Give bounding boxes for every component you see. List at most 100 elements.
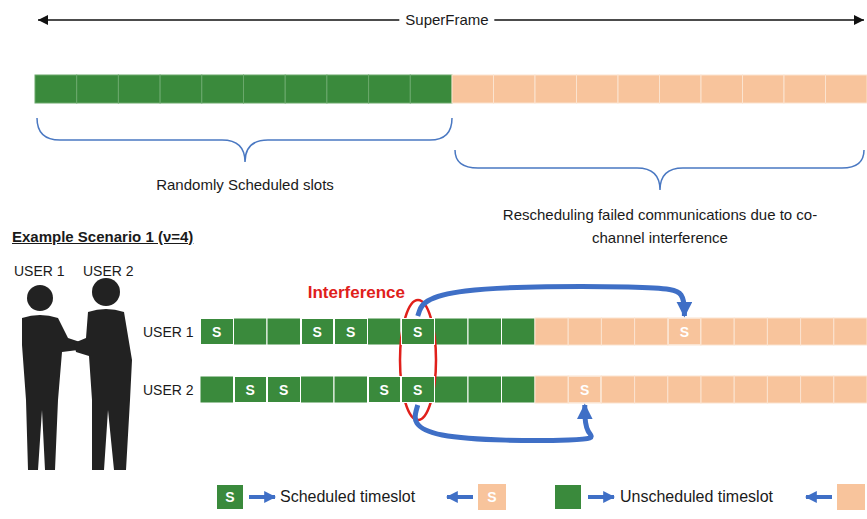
timeslot-cell — [834, 376, 867, 403]
scheduled-slot: S — [267, 376, 301, 403]
timeslot-cell — [234, 318, 268, 345]
timeslot-cell — [334, 318, 368, 345]
person-body — [22, 315, 80, 470]
slot-mark: S — [487, 488, 496, 506]
slot-mark: S — [380, 382, 389, 398]
legend-text: Scheduled timeslot — [280, 488, 415, 506]
timeslot-cell — [618, 75, 660, 103]
timeslot-cell — [635, 376, 668, 403]
legend-arrow — [447, 495, 473, 499]
timeslot-cell — [267, 318, 301, 345]
legend-swatch — [554, 484, 582, 510]
spacer — [12, 248, 190, 249]
scheduled-slot: S — [200, 318, 234, 345]
timeslot-cell — [435, 376, 469, 403]
slot-mark: S — [279, 382, 288, 398]
timeslot-cell — [502, 318, 536, 345]
timeslot-cell — [327, 75, 369, 103]
legend-text: Unscheduled timeslot — [620, 488, 773, 506]
timeslot-cell — [743, 75, 785, 103]
slot-mark: S — [413, 382, 422, 398]
person-label: USER 1 — [14, 262, 65, 280]
slot-mark: S — [212, 324, 221, 340]
timeslot-cell — [301, 318, 335, 345]
timeslot-cell — [834, 318, 867, 345]
legend-orange-swatch — [478, 484, 506, 510]
scheduled-slot: S — [401, 318, 435, 345]
timeslot-cell — [452, 75, 494, 103]
brace — [37, 118, 452, 162]
timeslot-cell — [767, 318, 800, 345]
slot-mark: S — [246, 382, 255, 398]
timeslot-cell — [35, 75, 77, 103]
person-body — [74, 309, 132, 470]
brace-label: Rescheduling failed communications due t… — [495, 203, 825, 249]
scheduled-slot: S — [368, 376, 402, 403]
timeslot-cell — [701, 75, 743, 103]
timeslot-cell — [401, 318, 435, 345]
timeslot-cell — [368, 318, 402, 345]
timeslot-cell — [568, 376, 601, 403]
timeslot-cell — [635, 318, 668, 345]
timeslot-cell — [668, 376, 701, 403]
brace — [455, 150, 864, 190]
scenario-heading: Example Scenario 1 (ν=4) — [12, 228, 193, 246]
timeslot-cell — [502, 376, 536, 403]
timeslot-cell — [368, 376, 402, 403]
timeslot-cell — [401, 376, 435, 403]
timeslot-cell — [435, 318, 469, 345]
scheduled-slot: S — [334, 318, 368, 345]
slot-mark: S — [225, 488, 234, 506]
timeslot-cell — [568, 318, 601, 345]
scheduled-slot: S — [568, 376, 601, 403]
timeslot-cell — [701, 318, 734, 345]
legend-arrow — [588, 495, 614, 499]
timeslot-cell — [535, 318, 568, 345]
timeslot-cell — [77, 75, 119, 103]
handshake-silhouettes — [22, 278, 132, 470]
row-label: USER 2 — [143, 381, 194, 399]
scheduled-slot: S — [668, 318, 701, 345]
slot-mark: S — [680, 324, 689, 340]
person-head — [92, 278, 120, 306]
timeslot-cell — [494, 75, 536, 103]
timeslot-cell — [767, 376, 800, 403]
timeslot-cell — [734, 318, 767, 345]
legend-arrow — [249, 495, 275, 499]
slot-mark: S — [346, 324, 355, 340]
timeslot-cell — [535, 75, 577, 103]
timeslot-cell — [784, 75, 826, 103]
legend-arrow — [806, 495, 832, 499]
timeslot-cell — [285, 75, 327, 103]
timeslot-cell — [801, 376, 834, 403]
timeslot-cell — [202, 75, 244, 103]
interference-ellipse — [400, 300, 436, 420]
timeslot-cell — [701, 376, 734, 403]
scheduled-slot: S — [301, 318, 335, 345]
reschedule-arrow — [415, 405, 591, 440]
timeslot-cell — [244, 75, 286, 103]
person-head — [27, 285, 53, 311]
slot-mark: S — [413, 324, 422, 340]
timeslot-cell — [267, 376, 301, 403]
brace-label: Randomly Scheduled slots — [156, 176, 334, 194]
timeslot-cell — [118, 75, 160, 103]
timeslot-cell — [668, 318, 701, 345]
legend-orange-swatch — [837, 484, 865, 510]
timeslot-cell — [301, 376, 335, 403]
timeslot-cell — [468, 318, 502, 345]
timeslot-cell — [826, 75, 867, 103]
person-label: USER 2 — [83, 262, 134, 280]
slot-mark: S — [580, 382, 589, 398]
timeslot-cell — [200, 318, 234, 345]
timeslot-cell — [468, 376, 502, 403]
timeslot-cell — [734, 376, 767, 403]
row-label: USER 1 — [143, 323, 194, 341]
timeslot-cell — [369, 75, 411, 103]
timeslot-cell — [234, 376, 268, 403]
timeslot-cell — [601, 318, 634, 345]
timeslot-cell — [410, 75, 452, 103]
timeslot-cell — [801, 318, 834, 345]
